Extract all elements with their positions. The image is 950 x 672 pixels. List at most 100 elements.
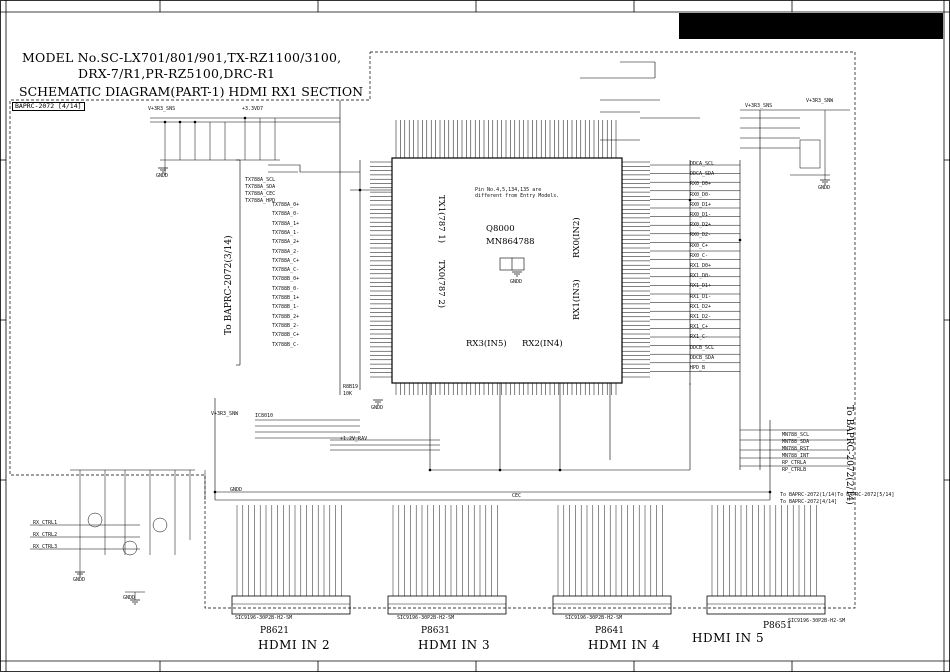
net-label: MN788_SDA bbox=[782, 439, 810, 445]
left-destination-label: To BAPRC-2072(3/14) bbox=[224, 235, 234, 335]
power-label-small: +3.3VD7 bbox=[242, 106, 264, 112]
net-label: MN788_SCL bbox=[782, 432, 810, 438]
net-label: TX788B_C- bbox=[272, 341, 300, 348]
ic-part: MN864788 bbox=[486, 237, 535, 247]
ic-port-rx0: RX0(IN2) bbox=[572, 217, 582, 258]
ground-label: GNDD bbox=[123, 595, 136, 601]
ic-port-tx1: TX1(787 1) bbox=[436, 195, 446, 244]
net-label: TX788A_SCL bbox=[245, 177, 276, 183]
power-label-right: V+3R3_SNW bbox=[806, 98, 834, 104]
connector-part-p8651: SIC9196-30P2B-H2-SM bbox=[788, 618, 846, 624]
net-label: RX1_D1+ bbox=[690, 283, 712, 290]
net-label: HPD_B bbox=[690, 365, 706, 371]
net-label: DDCB_SDA bbox=[690, 354, 715, 361]
model-line-2: DRX-7/R1,PR-RZ5100,DRC-R1 bbox=[78, 66, 276, 81]
net-label: RX1_D0+ bbox=[690, 263, 712, 269]
net-label: TX788A_0- bbox=[272, 211, 300, 218]
ground-label: GNDD bbox=[73, 577, 86, 583]
net-label: RX0_D2+ bbox=[690, 222, 712, 229]
vcc-label: V+3R3_SNS bbox=[745, 103, 773, 109]
net-label: RX1_D2+ bbox=[690, 303, 712, 310]
net-label: DDCA_SDA bbox=[690, 171, 715, 178]
net-label: RP_CTRLB bbox=[782, 467, 807, 473]
net-label: TX788A_CEC bbox=[245, 191, 276, 197]
ic-note-2: different from Entry Models. bbox=[475, 193, 560, 199]
ic-ref: Q8000 bbox=[486, 224, 515, 234]
net-label: RX0_D0+ bbox=[690, 181, 712, 188]
section-title: SCHEMATIC DIAGRAM(PART-1) HDMI RX1 SECTI… bbox=[19, 84, 364, 99]
board-ref: BAPRC-2072 [4/14] bbox=[12, 102, 85, 111]
ic-port-rx1: RX1(IN3) bbox=[572, 279, 582, 320]
net-label: RX0_D0- bbox=[690, 191, 712, 198]
net-label: TX788B_0- bbox=[272, 285, 300, 292]
net-label: TX788A_HPD bbox=[245, 198, 276, 204]
net-label: RP_CTRLA bbox=[782, 460, 807, 466]
net-label: RX1_C- bbox=[690, 334, 709, 341]
ic-port-tx0: TX0(787 2) bbox=[436, 260, 446, 309]
resistor-ref: R8B19 bbox=[343, 384, 359, 390]
net-label: DDCA_SCL bbox=[690, 161, 715, 167]
net-label: TX788A_0+ bbox=[272, 202, 300, 208]
header-black-bar bbox=[679, 13, 943, 39]
connector-ref-p8651: P8651 bbox=[763, 621, 792, 631]
net-label: TX788A_1- bbox=[272, 229, 300, 236]
model-line-1: MODEL No.SC-LX701/801/901,TX-RZ1100/3100… bbox=[22, 50, 342, 65]
net-label: RX0_D2- bbox=[690, 232, 712, 239]
net-label: RX1_D0- bbox=[690, 273, 712, 280]
resistor-value: 10K bbox=[343, 391, 353, 397]
net-label: TX788A_C- bbox=[272, 267, 300, 274]
net-label: TX788B_0+ bbox=[272, 276, 300, 283]
connector-name-hdmi-in-3: HDMI IN 3 bbox=[418, 638, 491, 652]
net-label: RX1_D2- bbox=[690, 314, 712, 320]
ic-small-ref: IC8010 bbox=[255, 413, 274, 419]
connector-part-p8631: SIC9196-30P2B-H2-SM bbox=[397, 615, 455, 621]
bottom-right-destination-2: To BAPRC-2072[4/14] bbox=[780, 499, 838, 505]
ic-note-1: Pin No.4,5,134,135 are bbox=[475, 187, 542, 193]
net-label: RX0_C+ bbox=[690, 242, 709, 249]
connector-name-hdmi-in-5: HDMI IN 5 bbox=[692, 631, 765, 645]
ground-label: GNDD bbox=[156, 173, 169, 179]
connector-ref-p8621: P8621 bbox=[260, 626, 289, 636]
rx-control-label: RX_CTRL2 bbox=[33, 532, 58, 538]
net-label: TX788B_C+ bbox=[272, 332, 300, 339]
ic-ground-label: GNDD bbox=[510, 279, 523, 285]
connector-name-hdmi-in-4: HDMI IN 4 bbox=[588, 638, 661, 652]
net-label: RX0_D1- bbox=[690, 212, 712, 218]
net-label: TX788A_SDA bbox=[245, 184, 276, 190]
net-label: RX1_C+ bbox=[690, 324, 709, 331]
net-label: TX788A_C+ bbox=[272, 257, 300, 264]
power-label-12v: +1.2V_RAV bbox=[340, 436, 368, 442]
net-label: MN788_RST bbox=[782, 446, 810, 452]
bottom-right-destination-1: To BAPRC-2072(1/14)To BAPRC-2072[5/14] bbox=[780, 492, 895, 498]
net-label: TX788A_1+ bbox=[272, 220, 300, 227]
power-label-left: V+3R3_SNS bbox=[148, 106, 176, 112]
connector-ref-p8631: P8631 bbox=[421, 626, 450, 636]
rx-control-label: RX_CTRL1 bbox=[33, 520, 58, 526]
ground-label: GNDD bbox=[818, 185, 831, 191]
rx-control-label: RX_CTRL3 bbox=[33, 544, 58, 550]
net-label: RX0_C- bbox=[690, 252, 709, 259]
cec-bus-label: CEC bbox=[512, 493, 522, 499]
net-label: MN788_INT bbox=[782, 453, 810, 459]
connector-part-p8641: SIC9196-30P2B-H2-SM bbox=[565, 615, 623, 621]
ground-label: GNDD bbox=[230, 487, 243, 493]
net-label: TX788B_2- bbox=[272, 322, 300, 329]
ic-port-rx3: RX3(IN5) bbox=[466, 339, 507, 349]
right-destination-label: To BAPRC-2072(2/14) bbox=[844, 405, 854, 505]
net-label: DDCB_SCL bbox=[690, 344, 715, 351]
ground-label: GNDD bbox=[371, 405, 384, 411]
net-label: TX788A_2+ bbox=[272, 239, 300, 246]
net-label: RX0_D1+ bbox=[690, 201, 712, 208]
connector-part-p8621: SIC9196-30P2B-H2-SM bbox=[235, 615, 293, 621]
power-label-mid: V+3R3_SNW bbox=[211, 411, 239, 417]
connector-name-hdmi-in-2: HDMI IN 2 bbox=[258, 638, 331, 652]
net-label: TX788B_1- bbox=[272, 304, 300, 311]
net-label: TX788A_2- bbox=[272, 248, 300, 255]
net-label: RX1_D1- bbox=[690, 293, 712, 300]
connector-ref-p8641: P8641 bbox=[595, 626, 624, 636]
net-label: TX788B_2+ bbox=[272, 313, 300, 320]
ic-port-rx2: RX2(IN4) bbox=[522, 339, 563, 349]
net-label: TX788B_1+ bbox=[272, 295, 300, 301]
